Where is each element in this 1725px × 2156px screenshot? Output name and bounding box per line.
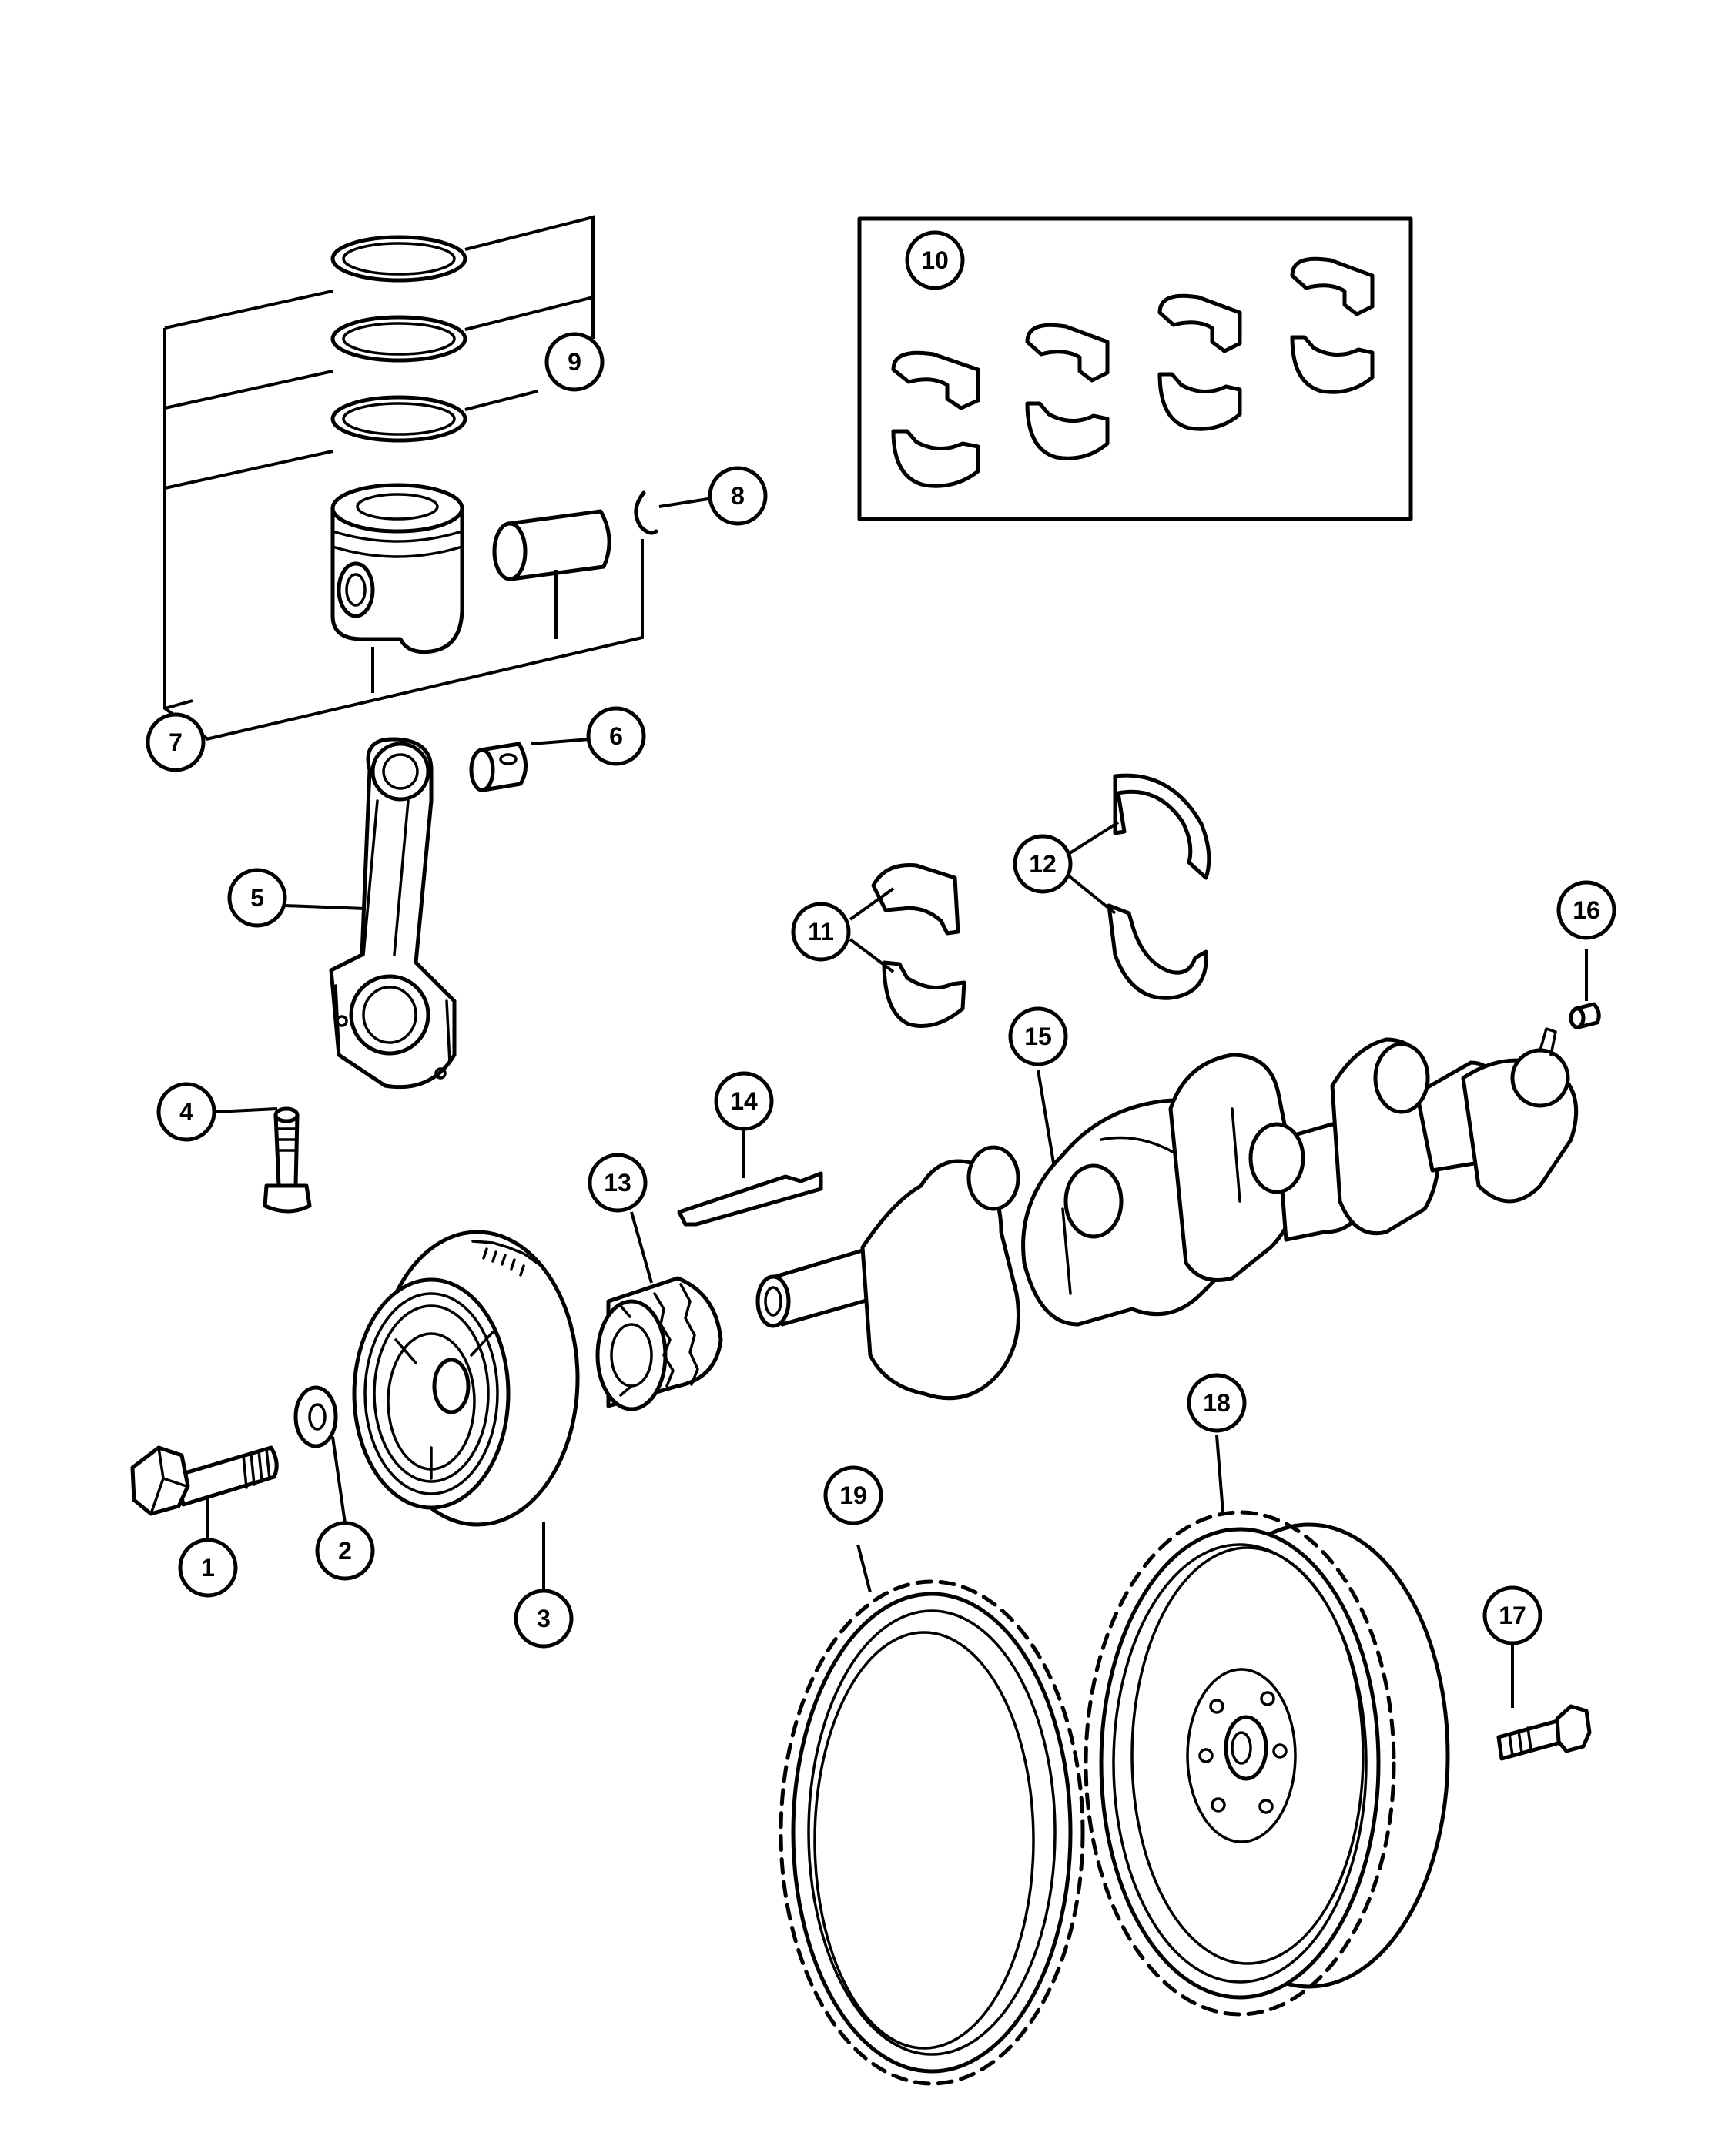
vibration-damper-bolt[interactable] (130, 1445, 279, 1516)
svg-text:2: 2 (338, 1537, 352, 1565)
svg-text:16: 16 (1573, 896, 1600, 924)
callout-16: 16 (1556, 880, 1616, 940)
callout-13: 13 (588, 1153, 648, 1213)
svg-text:3: 3 (537, 1605, 551, 1632)
snap-ring[interactable] (634, 490, 658, 535)
piston-pin[interactable] (492, 509, 611, 581)
callout-3: 3 (514, 1589, 574, 1649)
callout-17: 17 (1482, 1585, 1542, 1645)
svg-text:6: 6 (609, 722, 623, 750)
svg-text:17: 17 (1499, 1602, 1526, 1629)
callout-6: 6 (586, 706, 646, 766)
callout-1: 1 (178, 1538, 238, 1598)
svg-text:7: 7 (169, 728, 183, 756)
callout-15: 15 (1008, 1006, 1068, 1066)
bearing-shell-pair-3 (1157, 293, 1242, 431)
callout-19: 19 (823, 1465, 883, 1525)
piston[interactable] (330, 483, 464, 654)
callout-14: 14 (714, 1071, 774, 1131)
flywheel-bolt[interactable] (1496, 1704, 1592, 1761)
bearing-shell-pair-4 (1290, 256, 1375, 394)
connecting-rod[interactable] (329, 737, 457, 1090)
piston-ring-set[interactable] (330, 235, 467, 443)
svg-text:15: 15 (1024, 1023, 1052, 1050)
svg-text:1: 1 (201, 1554, 215, 1582)
svg-text:19: 19 (839, 1481, 867, 1509)
bearing-shell-pair-1 (891, 350, 980, 488)
svg-text:5: 5 (250, 884, 264, 912)
callout-10: 10 (905, 230, 965, 290)
svg-text:4: 4 (179, 1098, 193, 1126)
main-bearing-shell-kit[interactable] (857, 216, 1413, 521)
vibration-damper[interactable] (352, 1230, 580, 1527)
svg-text:9: 9 (568, 348, 581, 376)
flexplate-tone-ring[interactable] (779, 1579, 1085, 2086)
damper-bolt-washer[interactable] (293, 1385, 338, 1448)
svg-text:14: 14 (730, 1087, 758, 1115)
callout-8: 8 (708, 466, 768, 526)
connecting-rod-bolt[interactable] (263, 1106, 312, 1214)
callout-12: 12 (1013, 834, 1073, 894)
callout-2: 2 (315, 1521, 375, 1581)
callout-18: 18 (1187, 1373, 1247, 1433)
svg-text:12: 12 (1029, 850, 1057, 878)
bearing-shell-pair-2 (1025, 323, 1110, 460)
flywheel[interactable] (1084, 1510, 1450, 2017)
svg-text:8: 8 (731, 482, 745, 510)
callout-4: 4 (156, 1082, 216, 1142)
rod-bearing-shells[interactable] (871, 863, 966, 1028)
dowel-pin[interactable] (1569, 1002, 1601, 1029)
svg-text:10: 10 (921, 246, 949, 274)
crankshaft-thrust-washers[interactable] (1107, 773, 1211, 1000)
callout-5: 5 (227, 868, 287, 928)
connecting-rod-bushing[interactable] (469, 742, 528, 792)
svg-text:11: 11 (808, 918, 834, 946)
svg-text:18: 18 (1203, 1389, 1231, 1417)
crankshaft-key[interactable] (677, 1171, 823, 1227)
svg-text:13: 13 (604, 1169, 631, 1197)
callout-7: 7 (146, 712, 206, 772)
callout-9: 9 (544, 332, 605, 392)
crankshaft[interactable] (755, 1027, 1579, 1401)
crankshaft-sprocket[interactable] (595, 1276, 723, 1411)
leader-lines (163, 215, 1588, 1708)
callout-11: 11 (791, 902, 851, 962)
